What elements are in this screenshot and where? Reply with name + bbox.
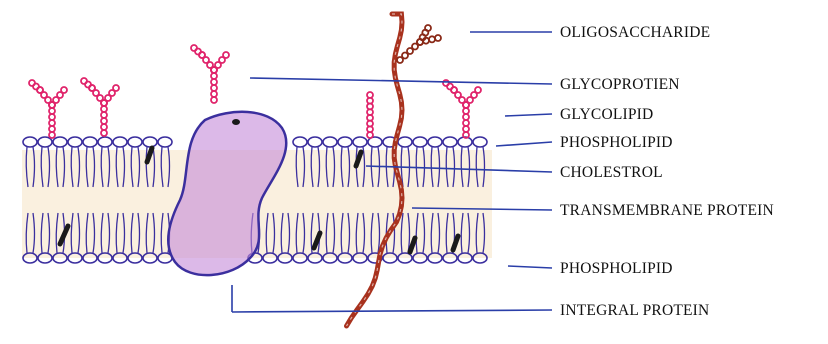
label-glycolipid: GLYCOLIPID <box>560 106 653 124</box>
label-glycoprotein: GLYCOPROTIEN <box>560 76 680 94</box>
label-transmembrane-protein: TRANSMEMBRANE PROTEIN <box>560 202 774 220</box>
label-oligosaccharide: OLIGOSACCHARIDE <box>560 24 710 42</box>
label-phospholipid-bottom: PHOSPHOLIPID <box>560 260 673 278</box>
protein-dot <box>232 119 240 125</box>
label-cholesterol: CHOLESTROL <box>560 164 663 182</box>
label-phospholipid-top: PHOSPHOLIPID <box>560 134 673 152</box>
label-integral-protein: INTEGRAL PROTEIN <box>560 302 709 320</box>
